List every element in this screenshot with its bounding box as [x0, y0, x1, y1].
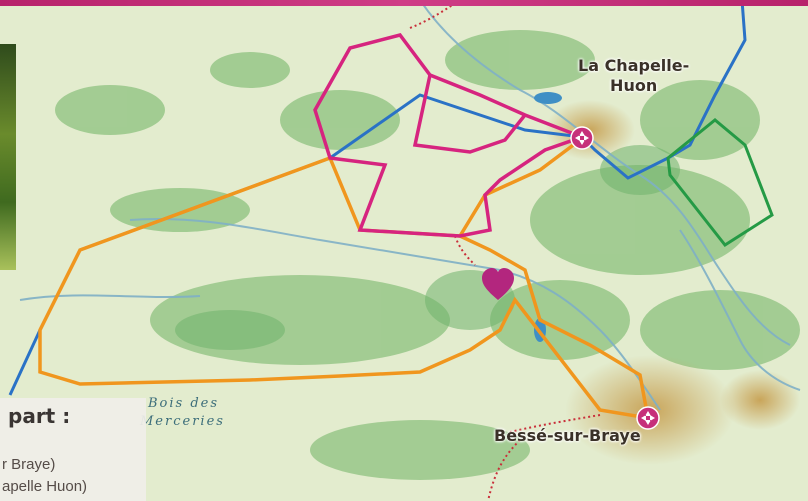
legend-line-1: r Braye) [2, 456, 56, 473]
legend-title: part : [8, 404, 71, 428]
town-label-la-chapelle: La Chapelle- Huon [578, 56, 689, 96]
route-magenta[interactable] [313, 33, 588, 238]
top-frame-border [0, 0, 808, 6]
start-point-icon[interactable] [570, 126, 594, 150]
start-point-icon[interactable] [636, 406, 660, 430]
forest-label-line2: Merceries [140, 414, 225, 429]
legend-panel: part : r Braye) apelle Huon) [0, 398, 146, 501]
town-label-besse: Bessé-sur-Braye [494, 426, 641, 445]
rivers [19, 0, 801, 411]
photo-strip [0, 44, 16, 270]
dotted-paths [409, 0, 601, 501]
forest-areas [55, 30, 800, 480]
town-label-la-chapelle-line2: Huon [610, 76, 658, 95]
forest-label-line1: Bois des [148, 396, 220, 411]
legend-line-2: apelle Huon) [2, 478, 88, 495]
heart-icon[interactable] [482, 268, 514, 300]
town-label-la-chapelle-line1: La Chapelle- [578, 56, 690, 75]
route-green[interactable] [666, 118, 774, 247]
